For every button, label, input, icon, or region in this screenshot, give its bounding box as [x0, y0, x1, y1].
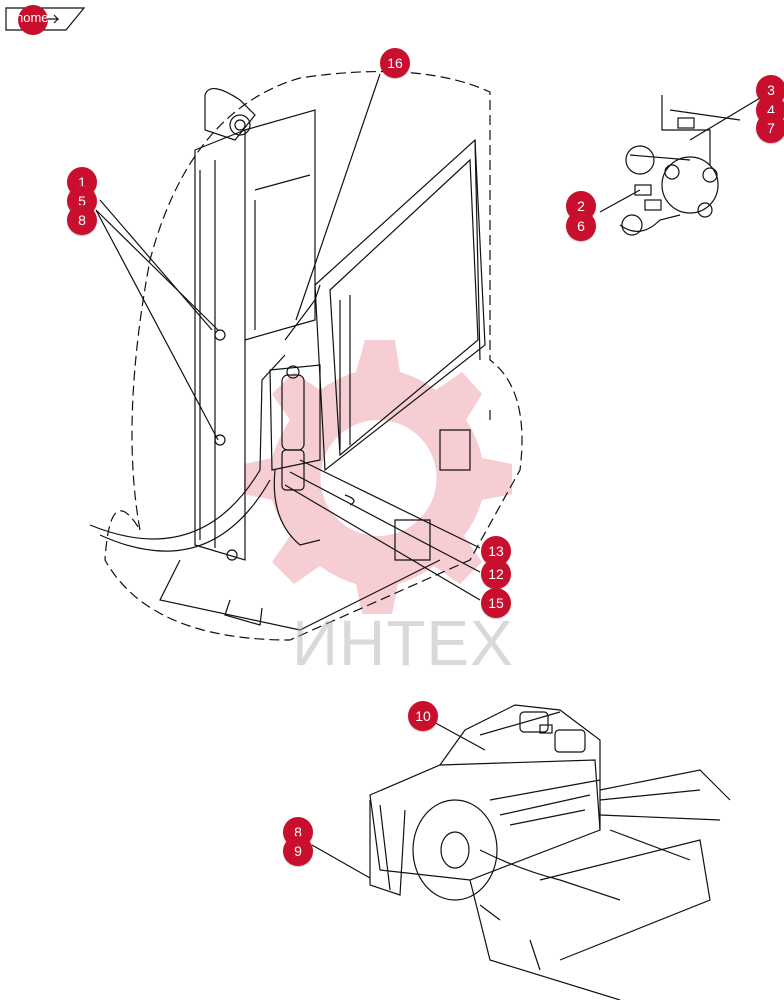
- callout-15[interactable]: 15: [481, 588, 511, 618]
- heater-unit: [369, 704, 731, 1000]
- callout-16[interactable]: 16: [380, 48, 410, 78]
- callout-12[interactable]: 12: [481, 559, 511, 589]
- home-dot-icon: [18, 5, 48, 35]
- receiver-drier: [269, 364, 321, 491]
- callout-6[interactable]: 6: [566, 211, 596, 241]
- home-label: home: [16, 10, 49, 25]
- detail-view: [619, 95, 741, 236]
- view-outline: [104, 70, 523, 641]
- home-button[interactable]: home: [4, 4, 86, 35]
- floor-plate: [159, 559, 441, 631]
- callout-9[interactable]: 9: [283, 836, 313, 866]
- callout-8-upper[interactable]: 8: [67, 205, 97, 235]
- hose-2: [99, 479, 271, 552]
- watermark-text: ИНТЕХ: [292, 607, 514, 679]
- callout-10[interactable]: 10: [408, 701, 438, 731]
- hose-4: [273, 469, 321, 546]
- hose-3: [284, 284, 321, 341]
- condenser: [314, 138, 486, 472]
- watermark-gear-icon: [244, 340, 512, 614]
- hose-1: [89, 354, 286, 540]
- callout-7[interactable]: 7: [756, 113, 784, 143]
- leader-lines: [95, 73, 761, 879]
- radiator: [194, 88, 316, 561]
